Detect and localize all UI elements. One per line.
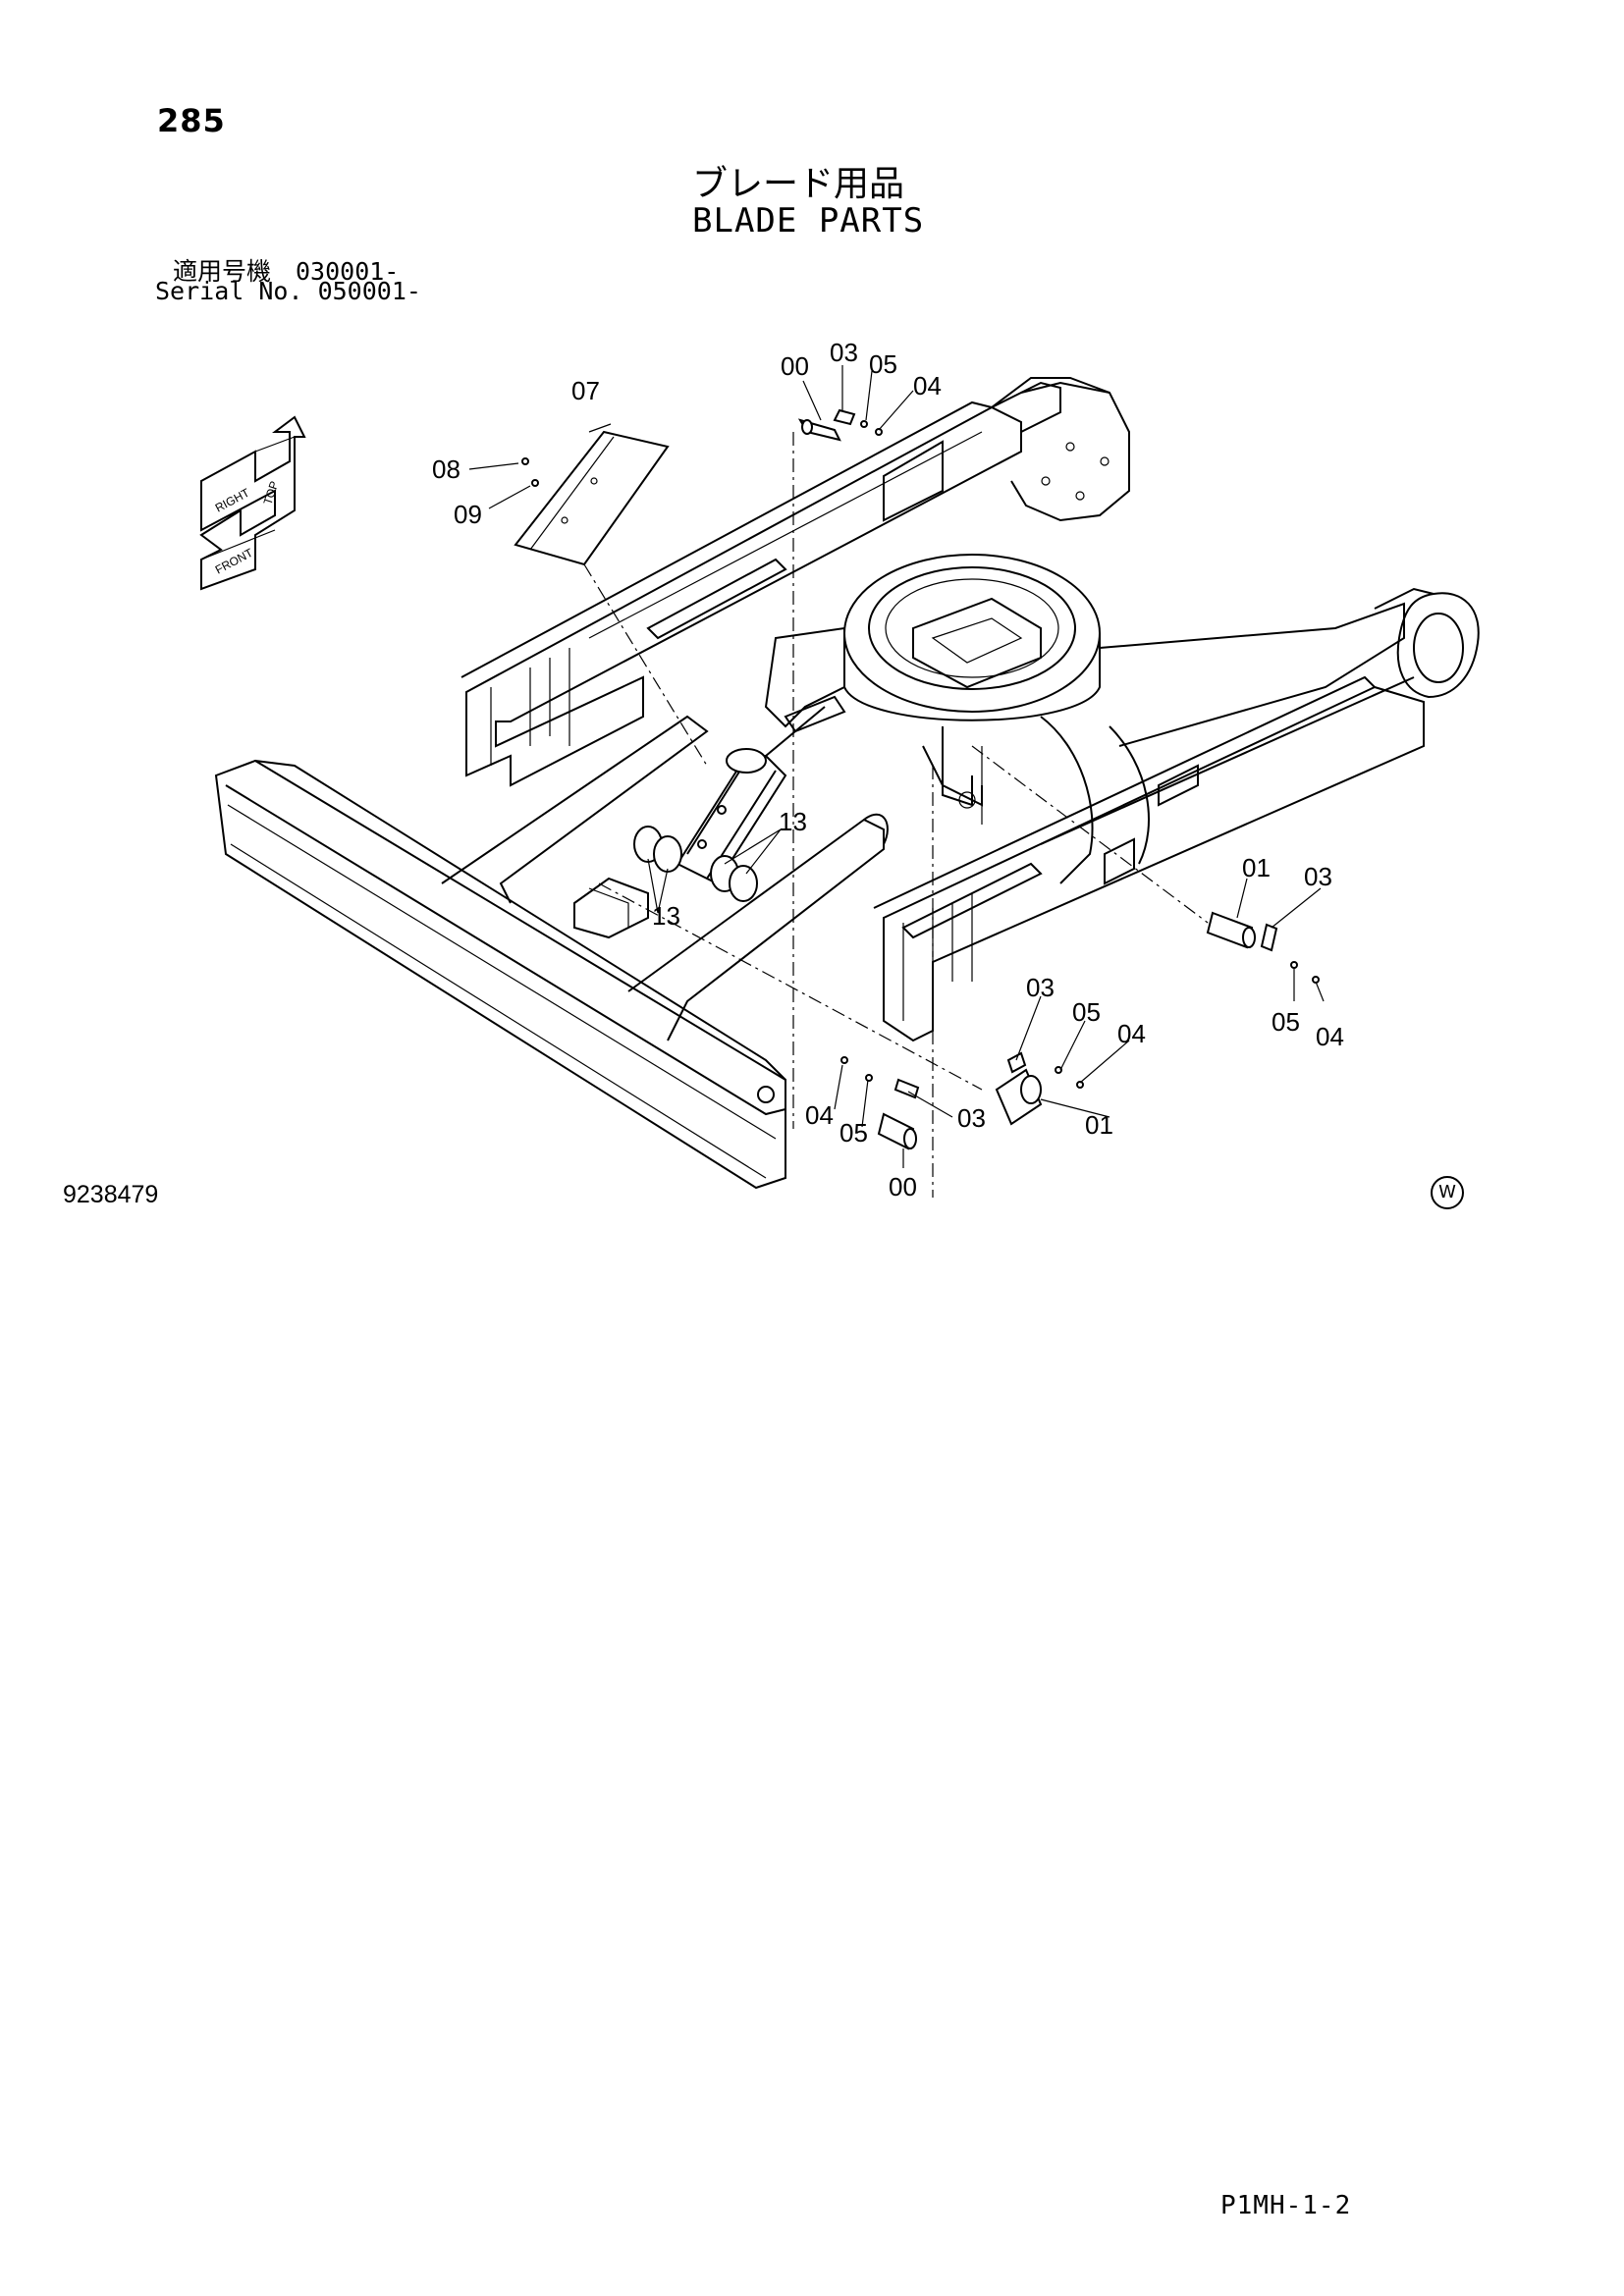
callout-00-low: 00: [889, 1172, 917, 1201]
callout-07: 07: [571, 376, 600, 405]
track-frame-left: [460, 381, 1061, 787]
callout-04-mid: 04: [1117, 1019, 1146, 1048]
pins-and-fasteners: [521, 408, 1320, 1150]
cover-plate: [514, 430, 670, 566]
title-japanese: ブレード用品: [692, 164, 905, 204]
callout-04-right: 04: [1316, 1022, 1344, 1051]
callout-08: 08: [432, 454, 460, 484]
dozer-blade: [214, 759, 786, 1190]
callout-05-right: 05: [1272, 1007, 1300, 1037]
callout-01-right: 01: [1242, 853, 1271, 882]
callout-05-low: 05: [839, 1118, 868, 1148]
callout-03-top: 03: [830, 338, 858, 367]
callout-03-low: 03: [957, 1103, 986, 1133]
callout-00-top: 00: [781, 351, 809, 381]
washers: [633, 826, 758, 902]
serial-range-japanese: 適用号機 030001-: [173, 257, 400, 286]
center-lines: [583, 432, 1209, 1198]
callout-09: 09: [454, 500, 482, 529]
callout-13-lower: 13: [652, 901, 680, 931]
callout-05-top: 05: [869, 349, 897, 379]
callout-01-low: 01: [1085, 1110, 1113, 1140]
center-frame: [764, 602, 1405, 884]
callout-04-low: 04: [805, 1100, 834, 1130]
callout-03-mid: 03: [1026, 973, 1055, 1002]
callout-05-mid: 05: [1072, 997, 1101, 1027]
callout-04-top: 04: [913, 371, 942, 400]
callout-03-right: 03: [1304, 862, 1332, 891]
callout-13-upper: 13: [779, 807, 807, 836]
idler-bracket-right: [991, 377, 1480, 699]
swing-bearing-ring: [843, 554, 1101, 721]
copyright-mark: W: [1431, 1176, 1464, 1209]
leader-lines: [468, 365, 1325, 1168]
orientation-label-top: TOP: [261, 479, 282, 507]
page-number: 285: [157, 102, 226, 139]
parts-diagram: RIGHT TOP FRONT: [199, 338, 1480, 1201]
serial-range-english: Serial No. 050001-: [155, 277, 421, 305]
page-code: P1MH-1-2: [1220, 2191, 1352, 2220]
orientation-label-right: RIGHT: [213, 485, 252, 514]
track-frame-right: [873, 675, 1425, 1042]
drawing-number: 9238479: [63, 1181, 159, 1208]
blade-arms: [441, 715, 889, 1041]
orientation-cube: RIGHT TOP FRONT: [199, 415, 306, 591]
title-english: BLADE PARTS: [692, 201, 925, 240]
